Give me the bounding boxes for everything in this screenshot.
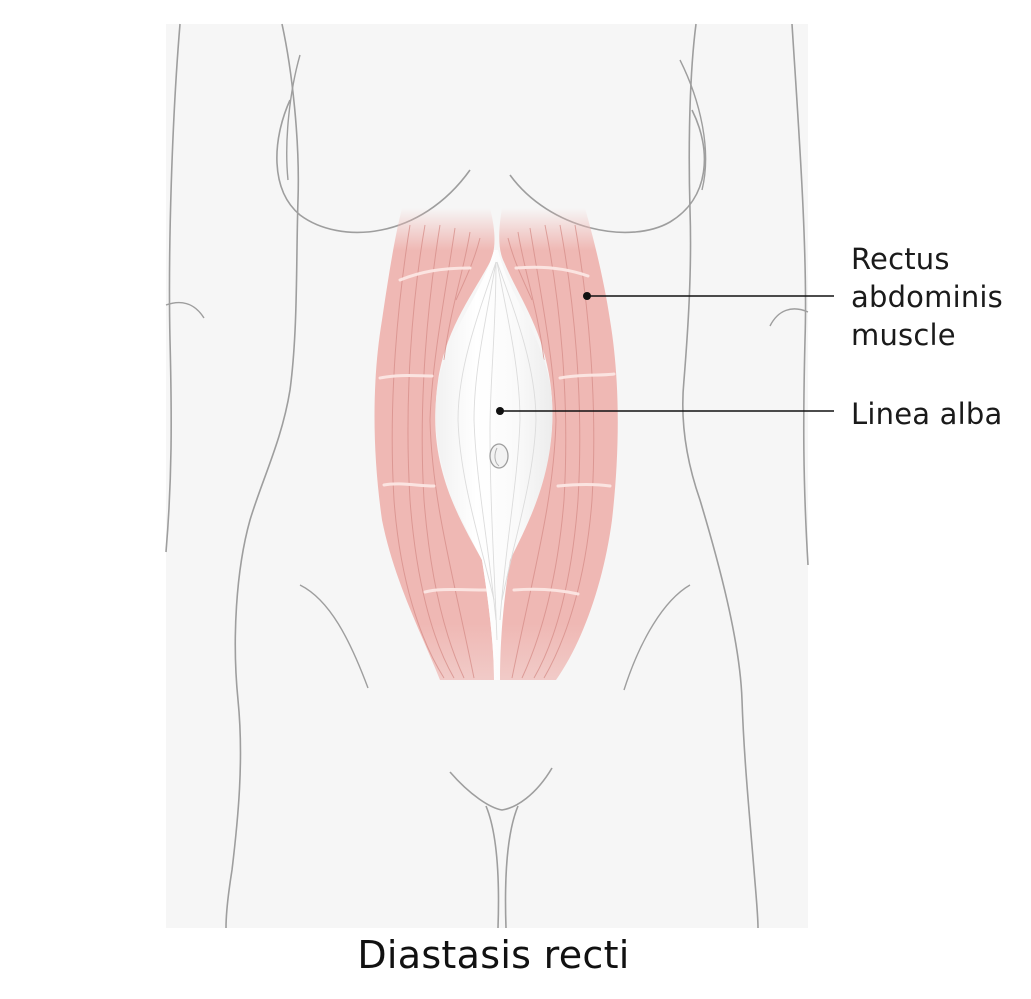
left-inner-thigh bbox=[485, 805, 500, 929]
rectus-left bbox=[374, 208, 495, 680]
figure-caption: Diastasis recti bbox=[357, 933, 630, 977]
right-inner-thigh bbox=[504, 805, 519, 929]
right-hip-line bbox=[623, 584, 691, 691]
left-arm-outline bbox=[165, 23, 181, 553]
left-armpit-line bbox=[286, 54, 301, 181]
rectus-label-line-1: Rectus bbox=[851, 242, 950, 276]
linea-alba-label: Linea alba bbox=[851, 395, 1002, 433]
rectus-right bbox=[498, 208, 618, 680]
rectus-abdominis-muscle bbox=[374, 208, 618, 680]
torso-left-outline bbox=[225, 23, 300, 929]
rectus-abdominis-label: Rectus abdominis muscle bbox=[851, 240, 1003, 354]
right-arm-outline bbox=[791, 23, 809, 566]
right-armpit-line bbox=[679, 59, 707, 191]
linea-alba-label-text: Linea alba bbox=[851, 397, 1003, 431]
right-elbow-crease bbox=[769, 308, 809, 327]
rectus-label-line-3: muscle bbox=[851, 318, 956, 352]
linea-alba-leader bbox=[496, 407, 834, 415]
navel bbox=[489, 443, 509, 469]
groin-outline bbox=[449, 767, 553, 811]
linea-alba bbox=[435, 250, 553, 680]
left-elbow-crease bbox=[165, 301, 205, 319]
torso-right-outline bbox=[682, 23, 759, 929]
rectus-leader bbox=[583, 292, 834, 300]
rectus-label-line-2: abdominis bbox=[851, 280, 1003, 314]
left-hip-line bbox=[299, 584, 369, 689]
left-arm bbox=[166, 24, 178, 560]
